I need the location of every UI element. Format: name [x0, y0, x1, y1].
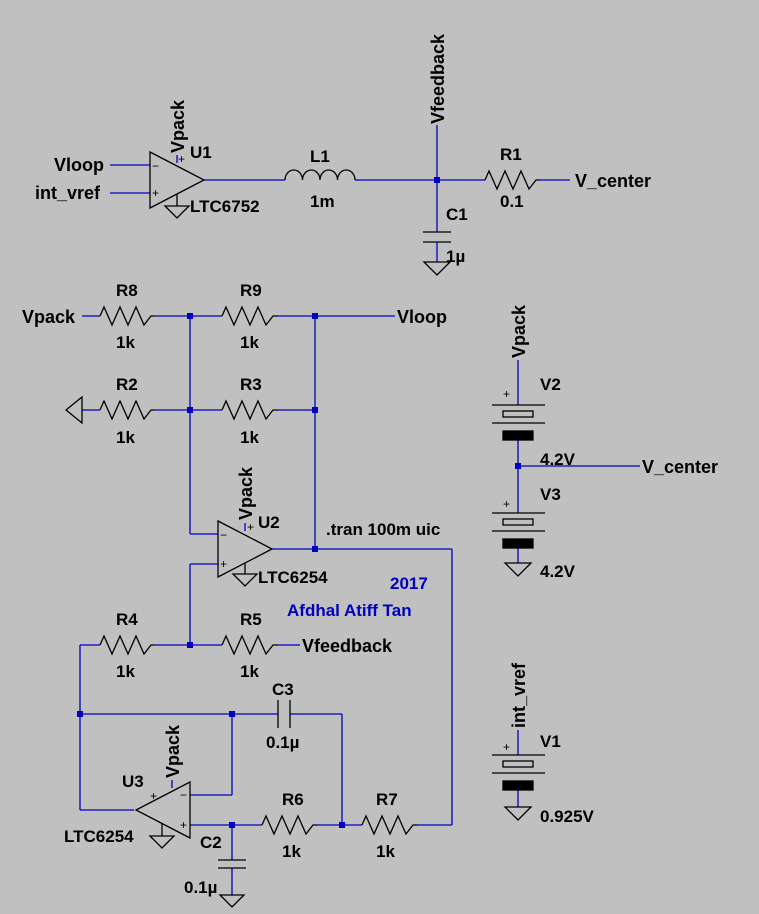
net-vpack-u1: Vpack — [168, 99, 188, 153]
c3-ref: C3 — [272, 680, 294, 699]
svg-text:−: − — [220, 528, 227, 542]
svg-text:+: + — [180, 818, 187, 832]
wires — [79, 125, 640, 895]
r6-ref: R6 — [282, 790, 304, 809]
u2-part: LTC6254 — [258, 568, 328, 587]
capacitor-c3 — [277, 700, 291, 728]
c2-ref: C2 — [200, 833, 222, 852]
ground-icon — [422, 261, 452, 276]
r7-value: 1k — [376, 842, 395, 861]
net-vpack-r8: Vpack — [22, 307, 76, 327]
u3-part: LTC6254 — [64, 827, 134, 846]
svg-text:+: + — [247, 520, 254, 534]
resistor-r3 — [221, 399, 278, 421]
comment-author: Afdhal Atiff Tan — [287, 601, 412, 620]
spice-directive: .tran 100m uic — [326, 520, 440, 539]
net-vloop-r9: Vloop — [397, 307, 447, 327]
svg-text:−: − — [180, 788, 187, 802]
r6-value: 1k — [282, 842, 301, 861]
resistor-r9 — [221, 305, 278, 327]
resistor-r4 — [99, 634, 155, 656]
resistor-r5 — [221, 634, 278, 656]
l1-value: 1m — [310, 192, 335, 211]
r8-value: 1k — [116, 333, 135, 352]
net-vfeedback-node: Vfeedback — [428, 33, 448, 124]
svg-text:+: + — [152, 186, 159, 200]
c2-value: 0.1µ — [184, 878, 217, 897]
component-labels: U1 LTC6752 U2 LTC6254 U3 LTC6254 L1 1m C… — [64, 143, 595, 897]
r9-value: 1k — [240, 333, 259, 352]
ground-icon — [218, 894, 246, 908]
svg-text:+: + — [178, 152, 185, 166]
comment-year: 2017 — [390, 574, 428, 593]
junctions — [77, 177, 521, 828]
battery-v2: + — [492, 387, 545, 441]
opamp-u1: − + + — [149, 150, 206, 219]
r8-ref: R8 — [116, 281, 138, 300]
r1-ref: R1 — [500, 145, 522, 164]
net-v-center-r1: V_center — [575, 171, 651, 191]
svg-text:−: − — [152, 159, 159, 173]
svg-text:+: + — [503, 387, 510, 401]
r4-value: 1k — [116, 662, 135, 681]
r1-value: 0.1 — [500, 192, 524, 211]
resistor-r7 — [361, 814, 418, 836]
v2-value: 4.2V — [540, 450, 576, 469]
capacitor-c2 — [218, 859, 246, 869]
net-int-vref-u1: int_vref — [35, 183, 101, 203]
v1-ref: V1 — [540, 732, 561, 751]
l1-ref: L1 — [310, 147, 330, 166]
r4-ref: R4 — [116, 610, 138, 629]
u1-part: LTC6752 — [190, 197, 260, 216]
net-vpack-v2: Vpack — [509, 304, 529, 358]
u3-ref: U3 — [122, 772, 144, 791]
v2-ref: V2 — [540, 375, 561, 394]
opamp-u3: − + + — [134, 780, 191, 849]
inductor-l1 — [284, 169, 356, 181]
u2-ref: U2 — [258, 513, 280, 532]
r9-ref: R9 — [240, 281, 262, 300]
c1-ref: C1 — [446, 205, 468, 224]
battery-v3: + — [492, 497, 545, 549]
net-int-vref-v1: int_vref — [509, 662, 529, 728]
svg-text:+: + — [220, 557, 227, 571]
svg-text:+: + — [150, 789, 157, 803]
net-vpack-u3: Vpack — [163, 724, 183, 778]
r2-ref: R2 — [116, 375, 138, 394]
r5-value: 1k — [240, 662, 259, 681]
ground-icon — [503, 806, 533, 821]
battery-v1: + — [492, 740, 545, 791]
capacitor-c1 — [423, 231, 451, 243]
c1-value: 1µ — [446, 247, 465, 266]
resistor-r2 — [99, 399, 155, 421]
opamp-u2: − + + — [217, 519, 274, 587]
r3-value: 1k — [240, 428, 259, 447]
svg-text:+: + — [503, 497, 510, 511]
ground-icon — [503, 562, 533, 577]
r3-ref: R3 — [240, 375, 262, 394]
c3-value: 0.1µ — [266, 733, 299, 752]
v3-ref: V3 — [540, 485, 561, 504]
v1-value: 0.925V — [540, 807, 595, 826]
ground-symbols — [64, 261, 533, 908]
ground-icon — [64, 395, 83, 425]
net-vloop-u1: Vloop — [54, 155, 104, 175]
net-vpack-u2: Vpack — [236, 466, 256, 520]
r2-value: 1k — [116, 428, 135, 447]
net-labels: Vloop int_vref V_center Vpack Vloop Vfee… — [22, 33, 718, 778]
u1-ref: U1 — [190, 143, 212, 162]
resistor-r1 — [484, 169, 540, 191]
r5-ref: R5 — [240, 610, 262, 629]
svg-text:+: + — [503, 740, 510, 754]
v3-value: 4.2V — [540, 562, 576, 581]
resistor-r6 — [261, 814, 318, 836]
r7-ref: R7 — [376, 790, 398, 809]
net-v-center-v2: V_center — [642, 457, 718, 477]
resistor-r8 — [99, 305, 155, 327]
net-vfeedback-r5: Vfeedback — [302, 636, 393, 656]
